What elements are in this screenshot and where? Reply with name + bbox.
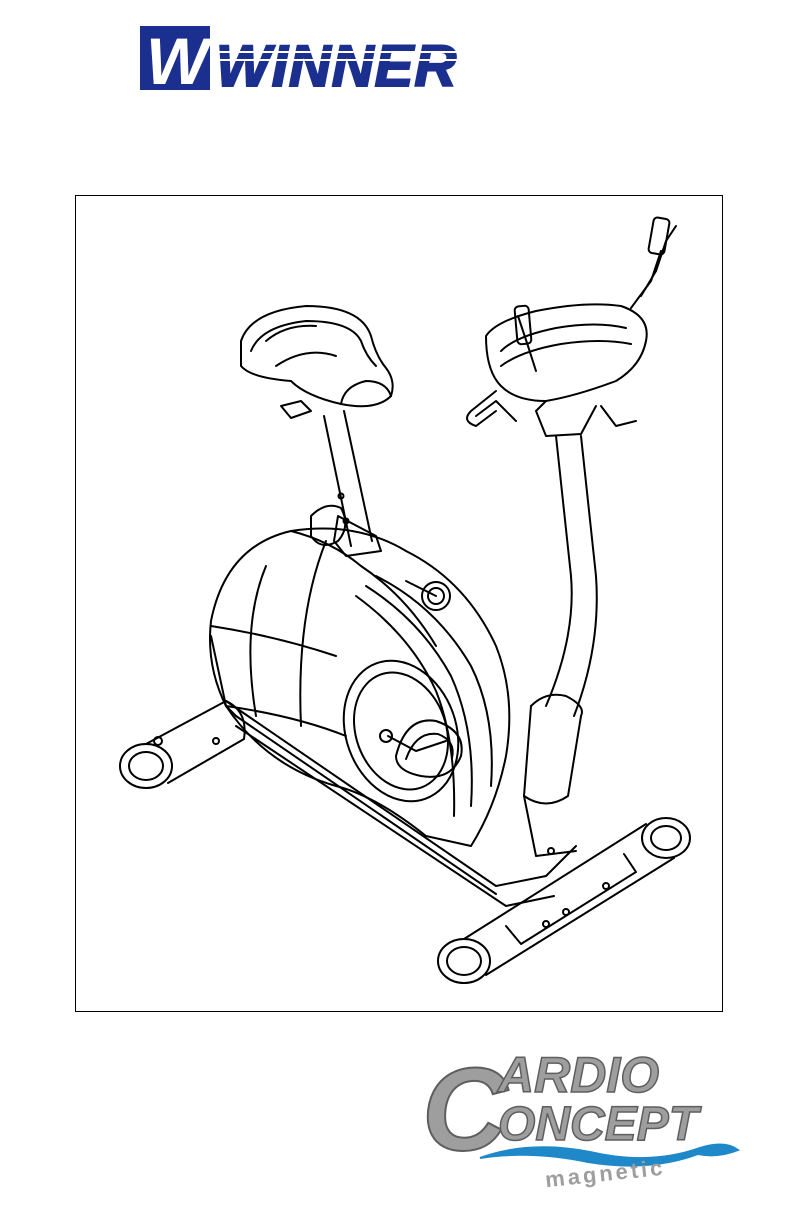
exercise-bike-illustration [76, 196, 721, 1010]
winner-wordmark-text: WINNER [216, 34, 457, 94]
winner-mark-icon: W [140, 24, 213, 94]
logo-sub-magnetic: magnetic [544, 1155, 667, 1190]
illustration-frame [75, 195, 723, 1012]
main-frame [226, 701, 576, 906]
logo-word-ardio: ARDIO [496, 1047, 659, 1103]
front-stabilizer [438, 818, 690, 983]
winner-mark-letter: W [146, 24, 213, 94]
cardio-concept-logo: C ARDIO ONCEPT magnetic [420, 1040, 750, 1190]
seat-adjust-knob [406, 581, 450, 610]
handlebar-console [467, 217, 676, 436]
winner-logo: W WINNER [138, 22, 498, 94]
seat-post [311, 411, 381, 556]
flywheel-shroud [210, 529, 509, 847]
rear-stabilizer [120, 701, 245, 788]
saddle [241, 306, 393, 418]
winner-wordmark: WINNER [216, 34, 494, 94]
upright-column [524, 436, 597, 856]
logo-word-oncept: ONCEPT [498, 1098, 702, 1151]
